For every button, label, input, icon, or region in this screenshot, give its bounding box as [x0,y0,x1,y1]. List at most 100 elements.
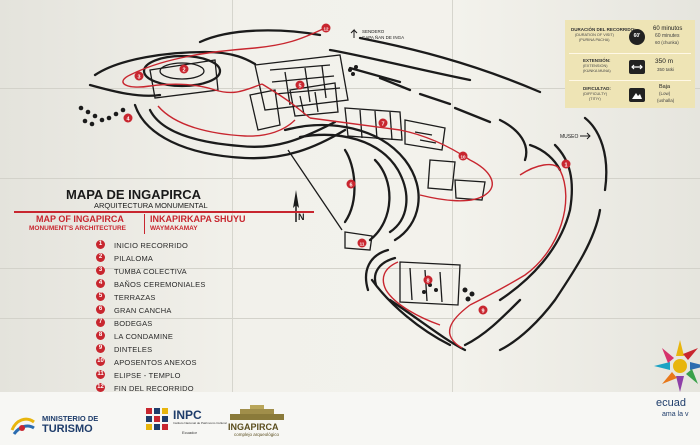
sendero-text: SENDERO [362,29,385,34]
route-marker-11: 11 [357,238,367,248]
difficulty-value-qu: (ushalla) [657,98,675,103]
route-marker-8: 8 [423,275,433,285]
svg-text:9: 9 [481,309,484,315]
distance-icon [629,60,645,74]
legend-label: TERRAZAS [114,293,156,302]
clock-icon: 60' [629,29,645,45]
ecuador-logo: ecuad ama la v [650,336,700,431]
legend-number: 1 [96,240,105,249]
legend-item: 7 BODEGAS [96,318,266,330]
title-en: MAP OF INGAPIRCA [36,214,124,224]
duration-value: 60 minutos [653,26,683,32]
ministerio-logo: MINISTERIO DE TURISMO [8,412,118,438]
route-marker-5: 5 [295,80,305,90]
difficulty-row: DIFICULTAD: (DIFFICULTY) (TITIY) Baja (L… [565,81,695,108]
legend-item: 10 APOSENTOS ANEXOS [96,357,266,369]
ministerio-emblem-icon [10,417,35,435]
svg-text:8: 8 [426,279,429,285]
legend-item: 6 GRAN CANCHA [96,305,266,317]
svg-text:12: 12 [323,27,329,32]
legend-label: APOSENTOS ANEXOS [114,358,197,367]
duration-label-en: (DURATION OF VISIT) [575,33,614,37]
legend-number: 9 [96,344,105,353]
route-marker-6: 6 [346,179,356,189]
duration-value-en: 60 minutes [655,33,680,39]
ecuador-slogan: ama la v [662,411,689,418]
legend-number: 7 [96,318,105,327]
legend-number: 10 [96,357,105,366]
extension-row: EXTENSIÓN: (EXTENSION) (KUNKA MUNA) 350 … [565,54,695,80]
ingapirca-logo: INGAPIRCA complejo arqueológico [228,404,294,440]
route-marker-1: 1 [561,159,571,169]
duration-label: DURACIÓN DEL RECORRIDO: [571,27,636,32]
legend-item: 9 DINTELES [96,344,266,356]
extension-label-qu: (KUNKA MUNA) [583,69,611,73]
svg-text:6: 6 [349,183,352,189]
legend-label: PILALOMA [114,254,154,263]
ministerio-line1: MINISTERIO DE [42,414,99,423]
legend-number: 8 [96,331,105,340]
difficulty-label-qu: (TITIY) [589,97,601,101]
title-qu: INKAPIRKAPA SHUYU [150,214,246,224]
legend-item: 3 TUMBA COLECTIVA [96,266,266,278]
svg-text:3: 3 [137,75,140,81]
sendero-sub-text: CAPA ÑAN DE INGA [362,34,404,40]
legend-label: BODEGAS [114,319,153,328]
route-marker-3: 3 [134,71,144,81]
route-marker-7: 7 [378,118,388,128]
museo-label: MUSEO [560,132,591,140]
ingapirca-temple-icon [230,405,284,420]
footer-logos: MINISTERIO DE TURISMO INPC Instituto Nac… [0,340,700,445]
inpc-sub: Instituto Nacional de Patrimonio Cultura… [173,421,227,425]
pilaloma-ellipse [142,54,222,88]
info-divider [569,53,691,54]
museo-text: MUSEO [560,134,578,140]
legend-item: 2 PILALOMA [96,253,266,265]
extension-label-en: (EXTENSION) [583,64,608,68]
legend-label: BAÑOS CEREMONIALES [114,280,206,289]
stone-seam [0,178,700,179]
ecuador-sun-icon [654,340,700,392]
road-outlines [88,29,608,352]
extension-value: 350 m [655,58,674,65]
svg-text:1: 1 [564,163,567,169]
inpc-logo: INPC Instituto Nacional de Patrimonio Cu… [146,408,227,440]
duration-value-qu: 60 (chunka) [655,40,679,45]
ingapirca-text: INGAPIRCA [228,422,279,432]
difficulty-icon [629,88,645,102]
svg-text:4: 4 [126,117,130,123]
route-marker-12: 12 [321,23,331,33]
route-markers: 1 2 3 4 5 6 7 8 9 10 11 12 [123,23,571,315]
visit-info-panel: DURACIÓN DEL RECORRIDO: (DURATION OF VIS… [565,20,695,108]
title-es: MAPA DE INGAPIRCA [66,187,202,202]
title-en-sub: MONUMENT'S ARCHITECTURE [29,225,126,232]
legend-item: 5 TERRAZAS [96,292,266,304]
stone-seam [452,0,453,445]
ecuador-text: ecuad [656,397,686,409]
stone-seam [232,0,233,445]
legend-label: GRAN CANCHA [114,306,172,315]
duration-label-qu: (PURINA PACHA) [579,38,610,42]
legend-item: 8 LA CONDAMINE [96,331,266,343]
svg-text:10: 10 [460,155,466,160]
legend-item: 11 ELIPSE - TEMPLO [96,370,266,382]
difficulty-label: DIFICULTAD: [583,86,611,91]
extension-label: EXTENSIÓN: [583,58,611,63]
legend-label: ELIPSE - TEMPLO [114,371,181,380]
svg-text:5: 5 [298,84,301,90]
difficulty-label-en: (DIFFICULTY) [583,92,608,96]
route-marker-4: 4 [123,113,133,123]
stone-seam [0,88,700,89]
legend-label: FIN DEL RECORRIDO [114,384,194,393]
difficulty-value: Baja [659,84,671,90]
north-arrow-icon: N [293,190,305,222]
legend-item: 12 FIN DEL RECORRIDO [96,383,266,395]
extension-value-qu: 350 tatki [657,67,675,72]
title-underline [14,211,314,213]
tour-route [122,27,567,349]
title-es-sub: ARQUITECTURA MONUMENTAL [94,201,208,210]
legend-number: 6 [96,305,105,314]
legend-number: 4 [96,279,105,288]
